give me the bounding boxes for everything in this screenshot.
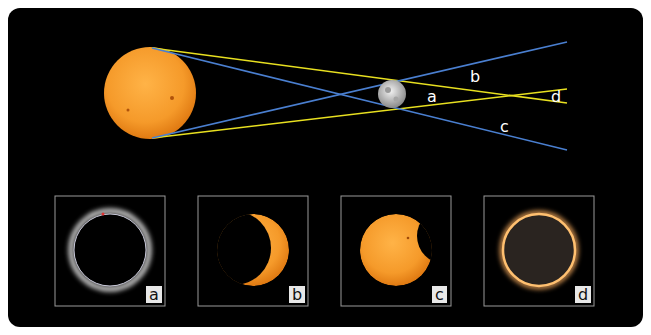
sunspot (127, 109, 130, 112)
partial-eclipse (197, 211, 289, 286)
umbra-line (152, 48, 567, 150)
annular-glow (502, 213, 576, 287)
region-letter: d (551, 88, 561, 106)
region-letter: b (470, 68, 480, 86)
penumbra-line (152, 89, 567, 138)
corona (71, 211, 149, 289)
photo-frame (55, 196, 165, 306)
moon-crater (385, 87, 391, 93)
umbra-line (152, 42, 567, 138)
background-panel (8, 8, 643, 327)
annular-ring (503, 214, 575, 286)
region-letter: c (500, 118, 509, 136)
partial-eclipse (360, 208, 473, 286)
region-letter: a (427, 88, 437, 106)
panel-letter: d (575, 286, 591, 303)
sunspot (407, 237, 410, 240)
panel-letter: b (289, 286, 305, 303)
sun (104, 47, 196, 139)
prominence (102, 213, 105, 216)
panel-letter: c (432, 286, 447, 303)
photo-frame (341, 196, 451, 306)
photo-frame (198, 196, 308, 306)
moon (378, 80, 406, 108)
moon-crater (394, 97, 399, 102)
eclipsed-sun (74, 214, 146, 286)
sunspot (170, 96, 174, 100)
panel-letter: a (146, 286, 162, 303)
photo-frame (484, 196, 594, 306)
